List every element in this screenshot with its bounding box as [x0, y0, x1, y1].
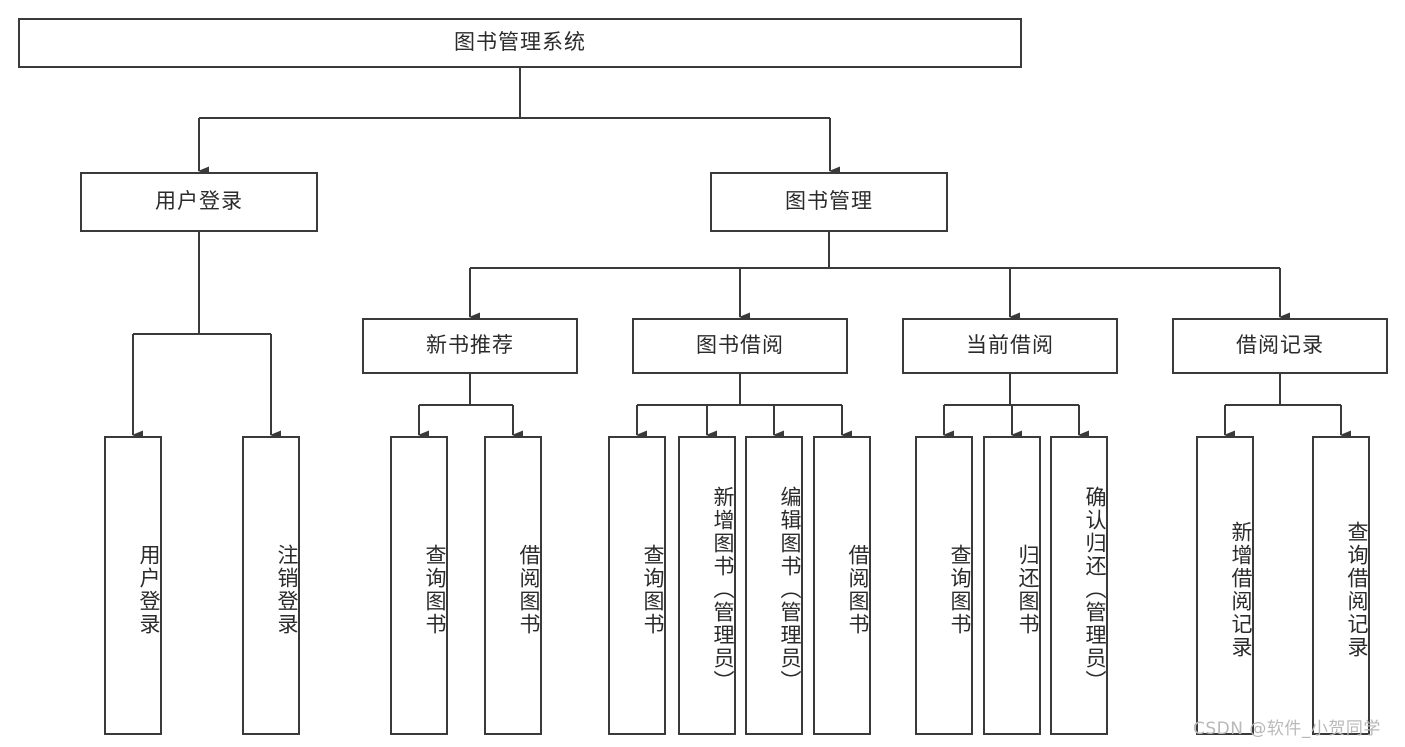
- node-user-login: 用户登录: [80, 172, 318, 232]
- node-label: 图书借阅: [696, 333, 784, 358]
- node-leaf-current-query: 查询图书: [915, 436, 973, 735]
- node-label: 新书推荐: [426, 333, 514, 358]
- node-new-book-recommend: 新书推荐: [362, 318, 578, 374]
- node-label: 查询图书: [641, 543, 665, 636]
- node-leaf-borrow-add: 新增图书（管理员）: [678, 436, 736, 735]
- node-label: 新增借阅记录: [1229, 520, 1253, 659]
- node-leaf-user-login: 用户登录: [104, 436, 162, 735]
- node-label: 注销登录: [275, 543, 299, 636]
- node-label: 编辑图书（管理员）: [778, 486, 802, 693]
- node-label: 用户登录: [137, 543, 161, 636]
- edge-group: [131, 68, 1351, 440]
- node-current-borrow: 当前借阅: [902, 318, 1118, 374]
- node-leaf-borrow-lend: 借阅图书: [813, 436, 871, 735]
- node-leaf-current-confirm: 确认归还（管理员）: [1050, 436, 1108, 735]
- node-label: 当前借阅: [966, 333, 1054, 358]
- node-label: 新增图书（管理员）: [711, 486, 735, 693]
- node-leaf-current-return: 归还图书: [983, 436, 1041, 735]
- node-book-management: 图书管理: [710, 172, 948, 232]
- node-label: 查询图书: [948, 543, 972, 636]
- node-label: 归还图书: [1016, 543, 1040, 636]
- node-label: 借阅图书: [846, 543, 870, 636]
- node-leaf-user-logout: 注销登录: [242, 436, 300, 735]
- node-leaf-borrow-edit: 编辑图书（管理员）: [745, 436, 803, 735]
- node-label: 借阅记录: [1236, 333, 1324, 358]
- node-label: 查询图书: [423, 543, 447, 636]
- node-leaf-record-query: 查询借阅记录: [1312, 436, 1370, 735]
- node-root: 图书管理系统: [18, 18, 1022, 68]
- csdn-watermark: CSDN @软件_小贺同学: [1193, 719, 1381, 739]
- node-book-borrow: 图书借阅: [632, 318, 848, 374]
- node-label: 查询借阅记录: [1345, 520, 1369, 659]
- node-label: 图书管理系统: [454, 30, 586, 55]
- node-label: 确认归还（管理员）: [1083, 486, 1107, 693]
- node-leaf-recommend-query: 查询图书: [390, 436, 448, 735]
- node-leaf-recommend-borrow: 借阅图书: [484, 436, 542, 735]
- node-leaf-borrow-query: 查询图书: [608, 436, 666, 735]
- node-borrow-record: 借阅记录: [1172, 318, 1388, 374]
- node-label: 图书管理: [785, 189, 873, 214]
- node-label: 用户登录: [155, 189, 243, 214]
- node-leaf-record-add: 新增借阅记录: [1196, 436, 1254, 735]
- node-label: 借阅图书: [517, 543, 541, 636]
